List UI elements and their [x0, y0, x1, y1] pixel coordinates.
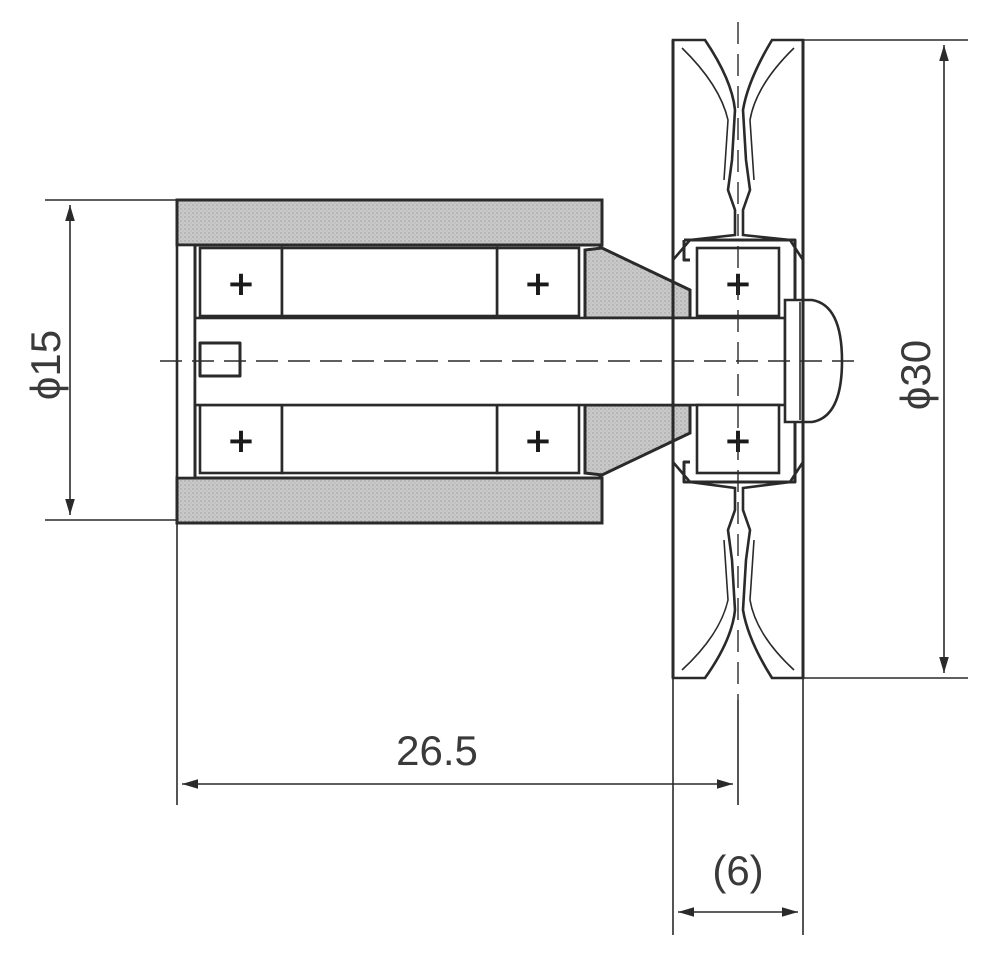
- length-label: 26.5: [396, 727, 478, 774]
- dimension-width: (6): [672, 678, 804, 935]
- screw-mark: +: [227, 421, 256, 461]
- screw-mark: +: [524, 421, 553, 461]
- groove-top-left: [681, 47, 729, 181]
- bearing-block-top-right: [495, 246, 581, 318]
- spacer-top: [280, 246, 499, 318]
- inner-diameter-label: ϕ15: [22, 330, 69, 400]
- housing-bottom-wall: [175, 476, 604, 525]
- dimension-length: 26.5: [176, 523, 739, 805]
- groove-top-right: [749, 47, 795, 181]
- dimension-inner-diameter: ϕ15: [22, 199, 177, 521]
- groove-bottom-left: [681, 539, 729, 671]
- pulley-top-left-flange: [671, 38, 737, 264]
- outer-diameter-label: ϕ30: [892, 340, 939, 410]
- hub-top: [583, 246, 692, 320]
- pulley-inner-shell: [682, 238, 797, 484]
- spacer-bottom: [280, 403, 499, 475]
- bearing-blocks: [198, 246, 581, 475]
- pulley-wheel: [671, 38, 805, 680]
- bearing-block-bottom-right: [495, 403, 581, 475]
- shaft-key-slot: [198, 341, 242, 378]
- housing: [175, 198, 604, 525]
- housing-top-wall: [175, 198, 604, 247]
- width-label: (6): [712, 847, 763, 894]
- bearing-block-bottom-left: [198, 403, 284, 475]
- groove-bottom-right: [749, 539, 795, 671]
- dimension-outer-diameter: ϕ30: [803, 39, 968, 679]
- screw-mark: +: [227, 264, 256, 304]
- tapered-hub: [583, 246, 692, 477]
- screw-mark: +: [524, 264, 553, 304]
